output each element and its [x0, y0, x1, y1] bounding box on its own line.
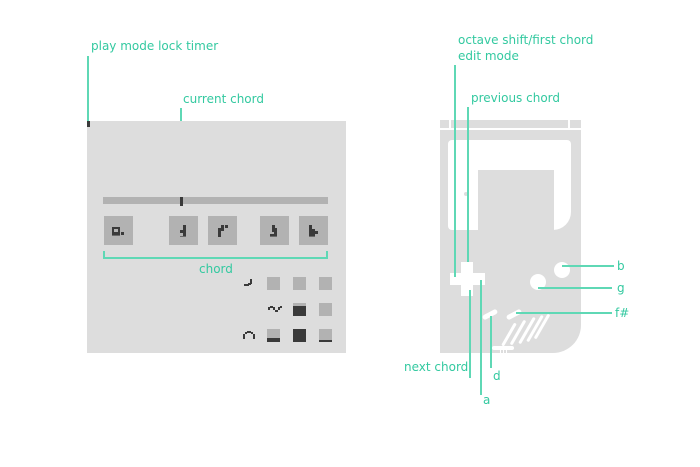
note-a-glyph — [112, 227, 124, 236]
play-mode-lock-timer-label: play mode lock timer — [91, 39, 219, 53]
voice-cell-r2-c3[interactable] — [319, 303, 332, 316]
power-led — [464, 192, 468, 196]
chord-key-g[interactable] — [260, 216, 289, 245]
jack-pin — [503, 349, 504, 353]
note-fsharp-glyph — [218, 225, 228, 237]
voice-cell-r3-c1[interactable] — [267, 329, 280, 342]
jack-pin — [500, 349, 501, 353]
device-screen — [87, 121, 346, 353]
next-chord-leader — [469, 290, 471, 378]
next-chord-label: next chord — [404, 360, 469, 374]
voice-cell-r3-c2[interactable] — [293, 329, 306, 342]
g-leader — [538, 287, 612, 289]
arc-wave-icon — [243, 331, 255, 339]
note-g-glyph — [270, 225, 277, 237]
chord-bracket — [103, 257, 328, 259]
chord-key-b[interactable] — [299, 216, 328, 245]
previous-chord-label: previous chord — [471, 91, 561, 105]
sine-wave-icon — [268, 306, 282, 312]
voice-cell-r3-c3[interactable] — [319, 329, 332, 342]
lcd-screen — [478, 170, 554, 239]
fsharp-label: f# — [615, 306, 630, 320]
chord-key-a[interactable] — [104, 216, 133, 245]
top-notch-left — [449, 120, 451, 128]
play-mode-lock-timer — [87, 121, 90, 127]
dpad-horizontal[interactable] — [450, 273, 485, 285]
level-fill — [293, 329, 306, 342]
a-leader — [480, 280, 482, 395]
b-label: b — [617, 259, 625, 273]
previous-chord-leader — [467, 107, 469, 262]
a-label: a — [483, 393, 491, 407]
chord-bracket-left-tick — [103, 251, 105, 258]
button-fsharp[interactable] — [505, 308, 523, 321]
ramp-wave-icon — [244, 279, 252, 286]
level-fill — [267, 338, 280, 342]
voice-cell-r1-c1[interactable] — [267, 277, 280, 290]
phones-jack — [492, 346, 514, 350]
note-d-glyph — [180, 225, 186, 237]
level-fill — [293, 306, 306, 316]
play-mode-lock-timer-leader — [87, 56, 89, 122]
chord-label: chord — [199, 262, 233, 276]
handheld-console — [440, 120, 581, 353]
fsharp-leader — [516, 312, 612, 314]
chord-position-track — [103, 197, 328, 204]
jack-pin — [506, 349, 507, 353]
d-leader — [490, 316, 492, 368]
button-g[interactable] — [530, 274, 546, 290]
chord-key-d[interactable] — [169, 216, 198, 245]
chord-key-fsharp[interactable] — [208, 216, 237, 245]
current-chord-cursor — [179, 197, 183, 206]
voice-cell-r1-c2[interactable] — [293, 277, 306, 290]
voice-cell-r1-c3[interactable] — [319, 277, 332, 290]
note-b-glyph — [309, 225, 318, 237]
top-groove — [440, 128, 581, 130]
octave-shift-leader — [454, 65, 456, 277]
edit-mode-label: edit mode — [458, 49, 519, 63]
d-label: d — [493, 369, 501, 383]
octave-shift-first-chord-label: octave shift/first chord — [458, 33, 594, 47]
current-chord-label: current chord — [183, 92, 264, 106]
g-label: g — [617, 281, 625, 295]
voice-cell-r2-c2[interactable] — [293, 303, 306, 316]
level-fill — [319, 340, 332, 342]
chord-bracket-right-tick — [326, 251, 328, 258]
b-leader — [562, 265, 614, 267]
top-notch-right — [568, 120, 570, 128]
